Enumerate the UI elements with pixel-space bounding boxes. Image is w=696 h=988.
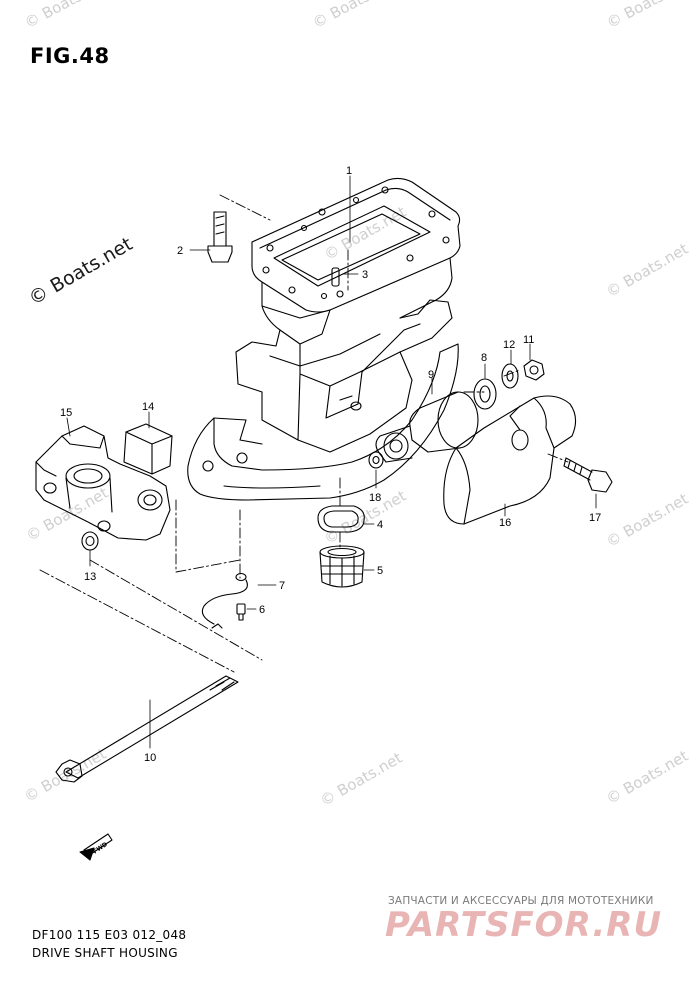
figure-code: DF100 115 E03 012_048 xyxy=(32,928,187,942)
lower-mount-housing-part-15 xyxy=(35,425,171,541)
drive-shaft-housing-part xyxy=(187,177,461,501)
stud-bolt-part-10 xyxy=(55,675,239,783)
callout-label: 10 xyxy=(144,752,156,764)
callout-label: 14 xyxy=(142,401,154,413)
rubber-pad-part-14 xyxy=(123,423,173,475)
callout-label: 16 xyxy=(499,517,511,529)
callout-label: 15 xyxy=(60,407,72,419)
callout-label: 6 xyxy=(259,604,265,616)
callout-label: 7 xyxy=(279,580,285,592)
callout-label: 8 xyxy=(481,352,487,364)
dowel-pin-part-3 xyxy=(331,267,340,287)
bolt-part-17 xyxy=(563,457,613,493)
callout-label: 4 xyxy=(377,519,383,531)
callout-label: 18 xyxy=(369,492,381,504)
callout-label: 12 xyxy=(503,339,515,351)
seal-part-4 xyxy=(317,505,365,533)
washer-part-8 xyxy=(473,378,497,410)
mount-cover-part-16 xyxy=(443,395,577,525)
bushing-part-5 xyxy=(319,545,365,588)
callout-label: 3 xyxy=(362,269,368,281)
washer-part-18 xyxy=(368,451,384,469)
callout-label: 9 xyxy=(428,369,434,381)
leader-lines xyxy=(66,175,597,749)
construction-lines xyxy=(39,194,569,673)
brand-logo[interactable]: PARTSFOR.RU xyxy=(385,905,663,945)
brand-tagline: ЗАПЧАСТИ И АКСЕССУАРЫ ДЛЯ МОТОТЕХНИКИ xyxy=(388,895,654,907)
fwd-label: FWD xyxy=(92,841,109,856)
callout-label: 13 xyxy=(84,571,96,583)
screw-part-6 xyxy=(236,603,246,621)
figure-name: DRIVE SHAFT HOUSING xyxy=(32,946,178,960)
nut-part-11 xyxy=(523,359,545,381)
fwd-direction-arrow xyxy=(79,833,113,861)
washer-part-12 xyxy=(501,363,519,389)
callout-label: 5 xyxy=(377,565,383,577)
bolt-part-2 xyxy=(207,211,233,263)
callout-label: 11 xyxy=(523,334,534,346)
callout-label: 1 xyxy=(346,165,352,177)
figure-title: FIG.48 xyxy=(30,44,110,68)
clip-part-7 xyxy=(201,572,248,629)
callout-label: 17 xyxy=(589,512,601,524)
callout-label: 2 xyxy=(177,245,183,257)
